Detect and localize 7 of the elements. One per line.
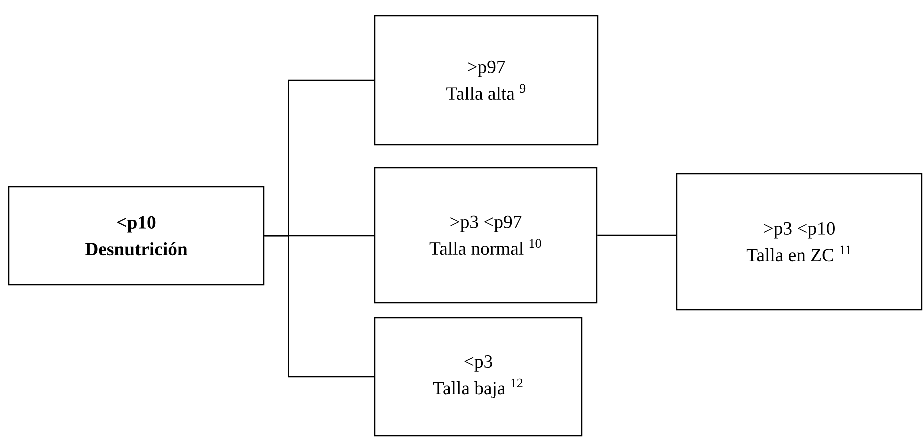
- box: >p3 <p10 Talla en ZC $^{11}$: [676, 173, 923, 311]
- connector-line: [598, 234, 676, 236]
- box: >p3 <p97 Talla normal $^{10}$: [374, 167, 598, 304]
- box: >p97 Talla alta $^{9}$: [374, 15, 599, 146]
- box: <p3 Talla baja $^{12}$: [374, 317, 583, 437]
- box: <p10 Desnutrición: [8, 186, 265, 286]
- connector-line: [264, 235, 374, 378]
